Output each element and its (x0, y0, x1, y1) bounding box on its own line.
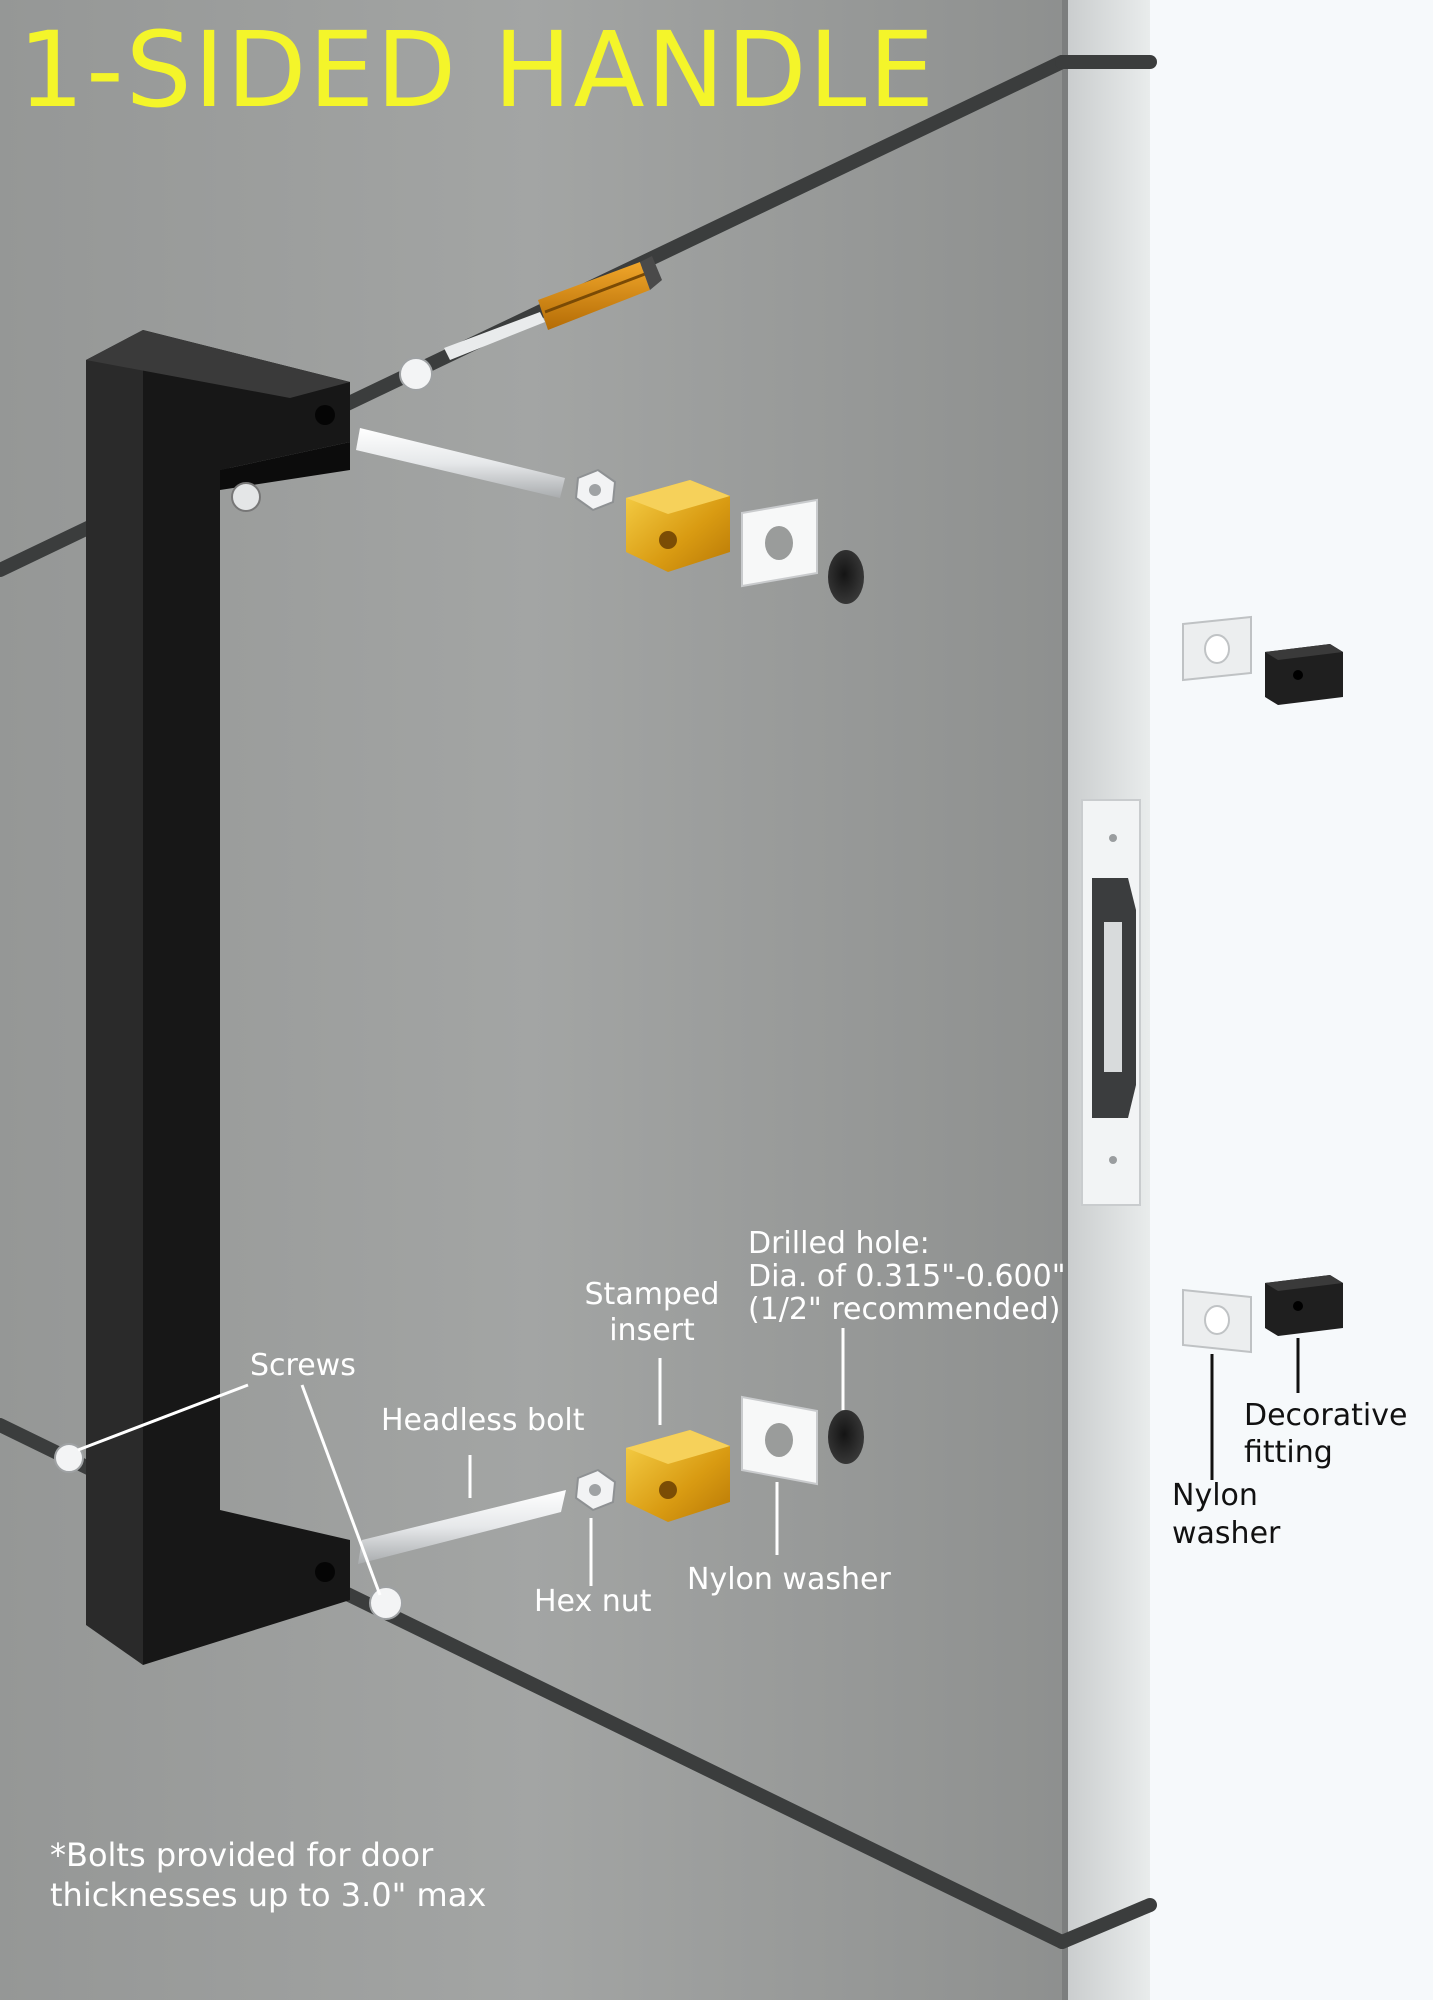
footnote: *Bolts provided for door thicknesses up … (50, 1835, 486, 1915)
drilled-hole-line-2: Dia. of 0.315"-0.600" (748, 1259, 1066, 1294)
insert-icon (626, 480, 730, 1522)
decorative-fitting-label: Decorative fitting (1244, 1397, 1407, 1471)
stamped-insert-label: Stamped insert (582, 1277, 722, 1349)
drilled-hole-line-3: (1/2" recommended) (748, 1292, 1061, 1327)
screw-icon (54, 357, 433, 1620)
footnote-line-1: *Bolts provided for door (50, 1836, 434, 1874)
drilled-hole (828, 550, 864, 1464)
decorative-fitting-line-1: Decorative (1244, 1398, 1408, 1433)
side-washer-icon (1182, 615, 1252, 1354)
headless-bolt-label: Headless bolt (381, 1403, 585, 1438)
washer-icon (741, 498, 818, 1486)
latch-icon (1081, 799, 1141, 1206)
stamped-insert-line-1: Stamped (584, 1277, 720, 1312)
fitting-icon (1265, 644, 1343, 1336)
footnote-line-2: thicknesses up to 3.0" max (50, 1876, 487, 1914)
nylon-washer-label: Nylon washer (687, 1562, 891, 1597)
side-nylon-washer-label: Nylon washer (1172, 1477, 1280, 1553)
page-title: 1-SIDED HANDLE (18, 9, 937, 131)
drilled-hole-label: Drilled hole: Dia. of 0.315"-0.600" (1/2… (748, 1227, 1066, 1326)
screws-label: Screws (250, 1348, 356, 1383)
decorative-fitting-line-2: fitting (1244, 1435, 1333, 1470)
screwdriver-icon (444, 256, 662, 360)
leader-lines (77, 1328, 845, 1596)
drilled-hole-line-1: Drilled hole: (748, 1226, 930, 1261)
hex-nut-label: Hex nut (534, 1584, 652, 1619)
stamped-insert-line-2: insert (609, 1313, 695, 1348)
bolt-icon (356, 428, 566, 1564)
handle-icon (86, 330, 350, 1665)
hex-nut-icon (574, 468, 617, 1512)
side-leader-lines (1210, 1338, 1300, 1480)
side-nylon-washer-line-1: Nylon (1172, 1478, 1258, 1513)
side-nylon-washer-line-2: washer (1172, 1516, 1281, 1551)
